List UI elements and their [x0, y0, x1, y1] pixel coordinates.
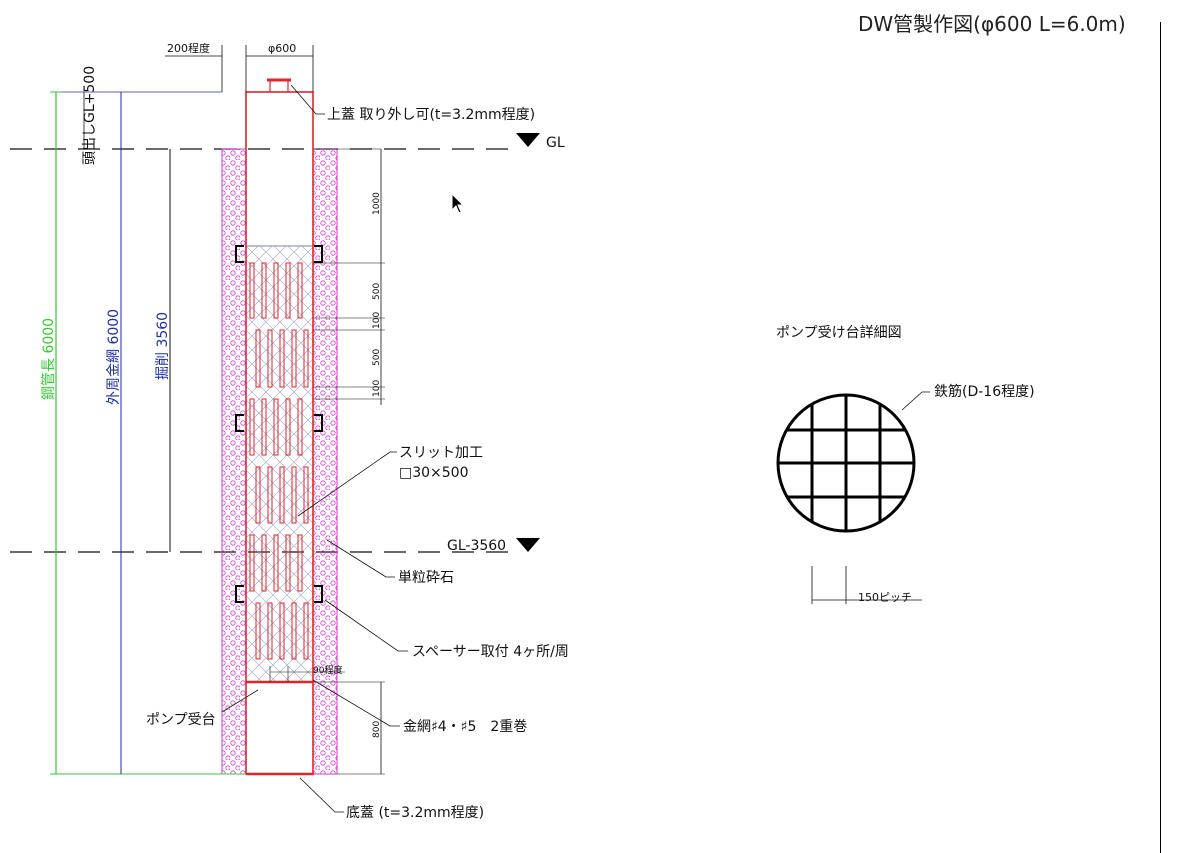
slit [267, 329, 273, 388]
dim-100b: 100 [372, 380, 382, 397]
dim-800: 800 [372, 721, 382, 738]
slit [279, 466, 285, 524]
pipe-length-label: 鋼管長 6000 [41, 318, 57, 400]
slit [285, 398, 291, 456]
slit [285, 534, 291, 592]
pump-base-detail [776, 393, 916, 533]
slit [291, 466, 297, 524]
spacer [235, 585, 244, 603]
slit [255, 329, 261, 388]
outer-mesh-label: 外周金網 6000 [106, 309, 122, 405]
spacer [235, 245, 244, 263]
pump-base-label: ポンプ受台 [146, 712, 216, 728]
slit [255, 466, 261, 524]
pump-base-circle [776, 393, 916, 533]
crushed-stone-label: 単粒砕石 [398, 570, 454, 586]
gl-minus-label: GL-3560 [447, 538, 506, 554]
about-90-label: 90程度 [313, 664, 342, 676]
slit [291, 329, 297, 388]
slit [255, 602, 261, 660]
dim-500a: 500 [372, 283, 382, 300]
spacer [235, 414, 244, 432]
slit [279, 602, 285, 660]
head-out-label: 頭出しGL+500 [82, 66, 98, 165]
triangle-down-icon [516, 133, 540, 147]
dim-500b: 500 [372, 349, 382, 366]
crushed-stone-right [312, 148, 338, 775]
spacer [314, 585, 323, 603]
drawing-title: DW管製作図(φ600 L=6.0m) [858, 12, 1126, 36]
mouse-pointer-icon [451, 193, 465, 214]
rebar-label: 鉄筋(D-16程度) [934, 383, 1035, 400]
spacer-label: スペーサー取付 4ヶ所/周 [412, 644, 569, 660]
pitch-label: 150ピッチ [858, 591, 912, 604]
sheet-border [1160, 22, 1161, 853]
slit [249, 262, 255, 319]
slit [303, 329, 309, 388]
slit [273, 262, 279, 319]
top-lid-label: 上蓋 取り外し可(t=3.2mm程度) [327, 107, 535, 123]
slit [249, 398, 255, 456]
slit [303, 466, 309, 524]
offset-200-label: 200程度 [167, 41, 210, 55]
slit [267, 466, 273, 524]
gl-label: GL [546, 135, 565, 151]
slit-label: スリット加工 [399, 445, 483, 461]
slit [285, 262, 291, 319]
spacer [314, 245, 323, 263]
slit [279, 329, 285, 388]
slit [261, 262, 267, 319]
diameter-label: φ600 [268, 42, 296, 55]
slit [303, 602, 309, 660]
slit [297, 262, 303, 319]
excavation-label: 掘削 3560 [155, 312, 171, 380]
detail-title: ポンプ受け台詳細図 [776, 325, 902, 341]
slit [261, 534, 267, 592]
spacer [314, 414, 323, 432]
slit [297, 534, 303, 592]
dim-100a: 100 [372, 312, 382, 329]
slit [273, 534, 279, 592]
triangle-down-icon [516, 538, 540, 552]
slit [291, 602, 297, 660]
slit [267, 602, 273, 660]
slit [297, 398, 303, 456]
spacer-group [235, 245, 323, 603]
slit-size-label: □30×500 [399, 465, 469, 481]
slit [249, 534, 255, 592]
dim-1000: 1000 [372, 192, 382, 215]
slit [273, 398, 279, 456]
crushed-stone-left [221, 148, 247, 775]
slit [261, 398, 267, 456]
wire-mesh-label: 金網♯4・♯5 2重巻 [403, 719, 527, 735]
slit-group [249, 262, 309, 660]
bottom-lid-label: 底蓋 (t=3.2mm程度) [346, 805, 484, 821]
